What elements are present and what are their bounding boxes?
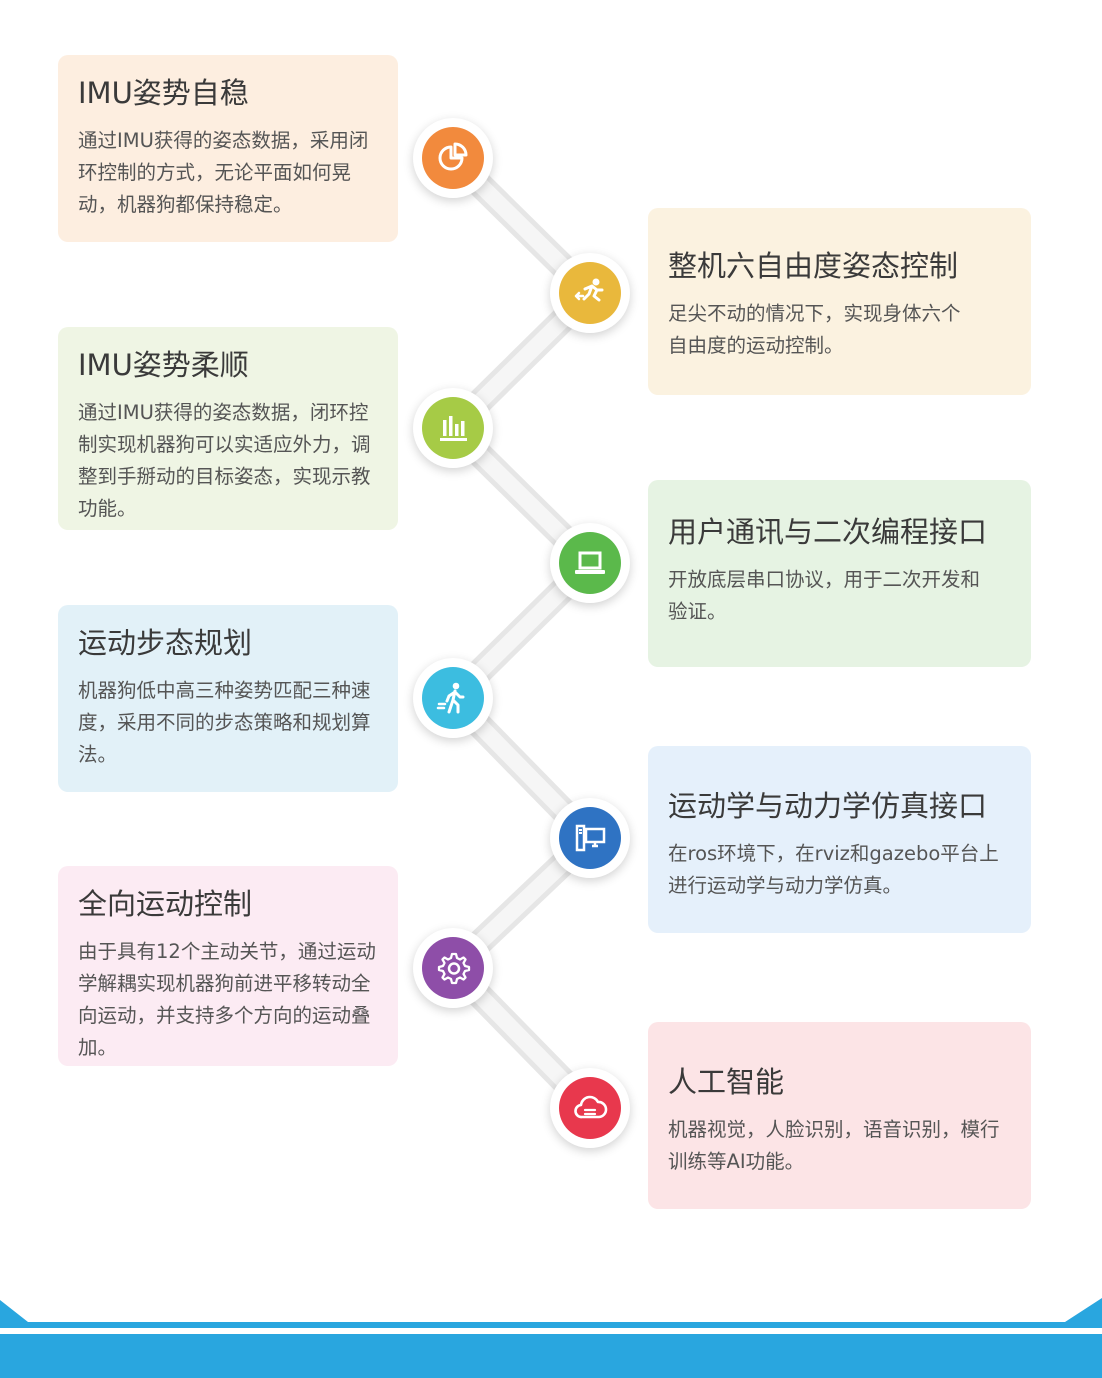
cloud-icon [574, 1095, 608, 1119]
timeline-node-3 [413, 388, 493, 468]
feature-card-imu-self-stabilization: IMU姿势自稳 通过IMU获得的姿态数据，采用闭环控制的方式，无论平面如何晃动，… [58, 55, 398, 242]
card-description: 机器视觉，人脸识别，语音识别，模行训练等AI功能。 [668, 1118, 1000, 1174]
timeline-node-8 [550, 1068, 630, 1148]
card-description: 通过IMU获得的姿态数据，采用闭环控制的方式，无论平面如何晃动，机器狗都保持稳定… [78, 129, 369, 217]
feature-card-imu-compliance: IMU姿势柔顺 通过IMU获得的姿态数据，闭环控制实现机器狗可以实适应外力，调整… [58, 327, 398, 530]
card-description: 通过IMU获得的姿态数据，闭环控制实现机器狗可以实适应外力，调整到手掰动的目标姿… [78, 401, 371, 521]
footer-stripe [0, 1328, 1102, 1334]
gear-icon [437, 952, 471, 985]
timeline-node-4 [550, 523, 630, 603]
computer-monitor-icon [575, 824, 606, 852]
card-description: 由于具有12个主动关节，通过运动学解耦实现机器狗前进平移转动全向运动，并支持多个… [78, 940, 376, 1060]
card-description: 机器狗低中高三种姿势匹配三种速度，采用不同的步态策略和规划算法。 [78, 679, 371, 767]
footer-wave [0, 1298, 1102, 1328]
timeline-node-6 [550, 798, 630, 878]
laptop-icon [575, 551, 605, 574]
feature-card-communication-interface: 用户通讯与二次编程接口 开放底层串口协议，用于二次开发和验证。 [648, 480, 1031, 667]
node-circle [559, 262, 621, 324]
node-circle [559, 532, 621, 594]
running-man-icon [574, 278, 604, 302]
timeline-node-5 [413, 658, 493, 738]
bar-chart-icon [440, 416, 467, 441]
card-title: 用户通讯与二次编程接口 [668, 515, 988, 549]
node-circle [422, 667, 484, 729]
node-circle [422, 397, 484, 459]
card-description: 在ros环境下，在rviz和gazebo平台上进行运动学与动力学仿真。 [668, 842, 999, 898]
card-title: IMU姿势柔顺 [78, 348, 249, 382]
pie-chart-icon [438, 142, 468, 171]
timeline-node-2 [550, 253, 630, 333]
card-description: 足尖不动的情况下，实现身体六个自由度的运动控制。 [668, 302, 961, 358]
card-title: 整机六自由度姿态控制 [668, 249, 959, 283]
footer-base [0, 1334, 1102, 1378]
card-title: 人工智能 [668, 1065, 785, 1099]
feature-card-six-dof-control: 整机六自由度姿态控制 足尖不动的情况下，实现身体六个自由度的运动控制。 [648, 208, 1031, 395]
footer-band [0, 1298, 1102, 1378]
node-circle [422, 127, 484, 189]
feature-card-artificial-intelligence: 人工智能 机器视觉，人脸识别，语音识别，模行训练等AI功能。 [648, 1022, 1031, 1209]
feature-card-simulation-interface: 运动学与动力学仿真接口 在ros环境下，在rviz和gazebo平台上进行运动学… [648, 746, 1031, 933]
card-title: 运动学与动力学仿真接口 [668, 789, 988, 823]
card-title: IMU姿势自稳 [78, 76, 249, 110]
timeline-node-1 [413, 118, 493, 198]
walking-person-icon [436, 682, 465, 714]
feature-card-gait-planning: 运动步态规划 机器狗低中高三种姿势匹配三种速度，采用不同的步态策略和规划算法。 [58, 605, 398, 792]
node-circle [559, 1077, 621, 1139]
node-circle [422, 937, 484, 999]
card-title: 全向运动控制 [78, 887, 253, 921]
card-description: 开放底层串口协议，用于二次开发和验证。 [668, 568, 981, 624]
timeline-node-7 [413, 928, 493, 1008]
card-title: 运动步态规划 [78, 626, 253, 660]
node-circle [559, 807, 621, 869]
feature-card-omnidirectional-control: 全向运动控制 由于具有12个主动关节，通过运动学解耦实现机器狗前进平移转动全向运… [58, 866, 398, 1066]
